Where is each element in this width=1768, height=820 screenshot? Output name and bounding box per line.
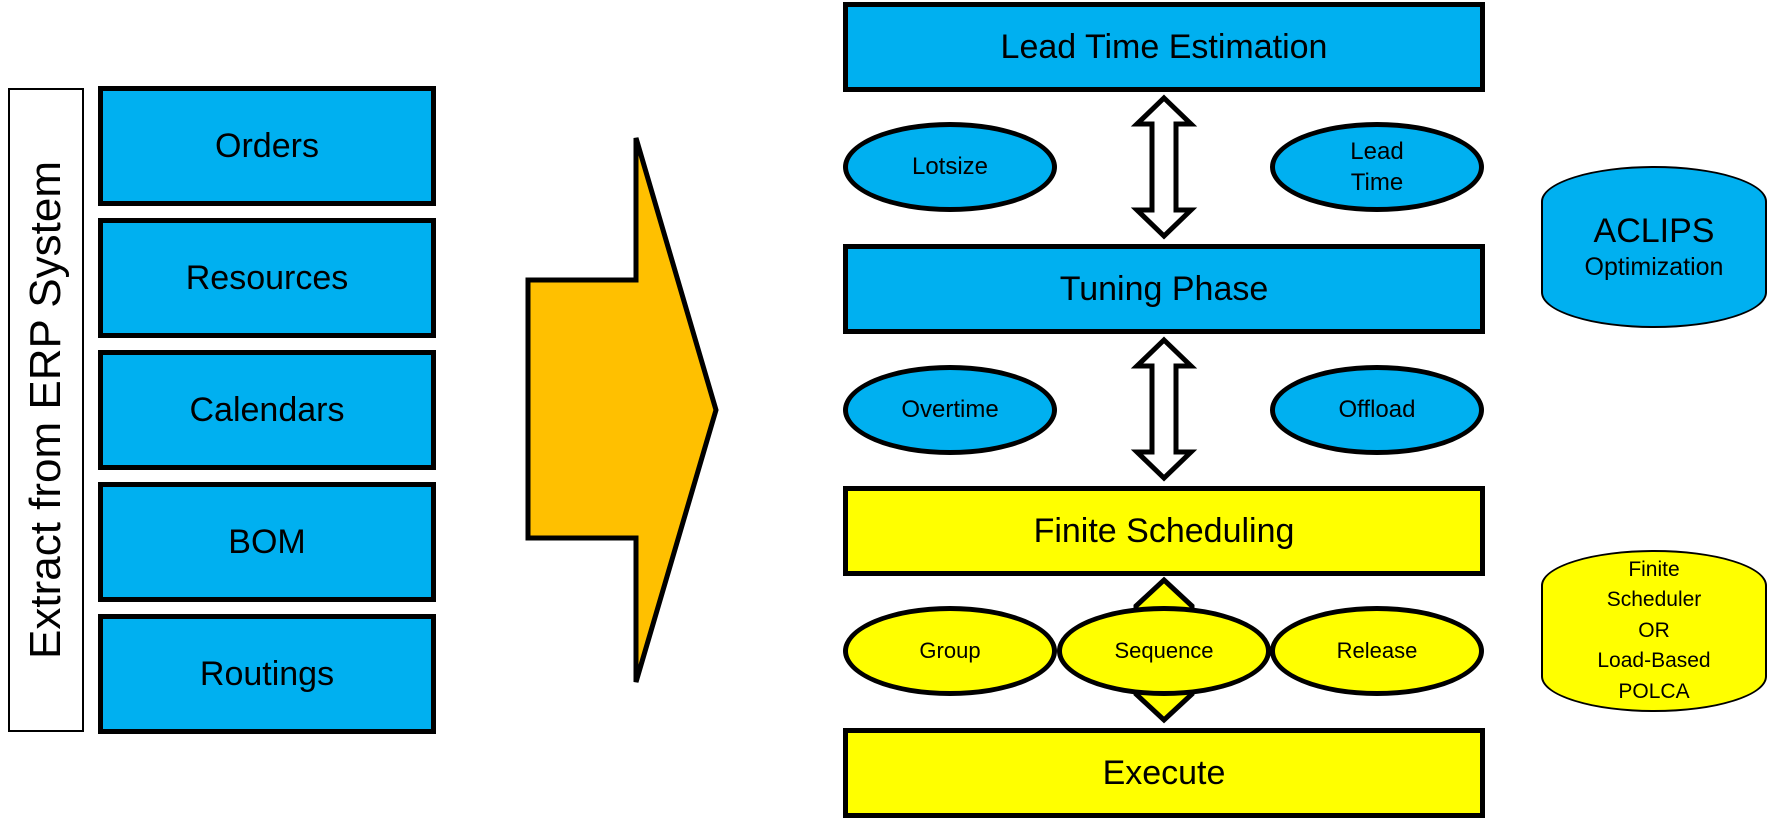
step-finite-scheduling: Finite Scheduling	[843, 486, 1485, 576]
aclips-optimization-note: ACLIPS Optimization	[1541, 166, 1767, 328]
finite-note-line-3: OR	[1638, 618, 1670, 642]
source-calendars-label: Calendars	[189, 390, 345, 429]
erp-extract-label-box: Extract from ERP System	[8, 88, 84, 732]
step-finite-scheduling-label: Finite Scheduling	[1033, 511, 1295, 550]
param-lead-time: Lead Time	[1270, 122, 1484, 212]
source-routings-label: Routings	[199, 654, 335, 693]
param-offload: Offload	[1270, 365, 1484, 455]
param-overtime: Overtime	[843, 365, 1057, 455]
finite-note-line-2: Scheduler	[1606, 588, 1702, 612]
source-resources: Resources	[98, 218, 436, 338]
param-group-label: Group	[919, 637, 981, 663]
double-arrow-top	[1130, 94, 1198, 240]
source-orders: Orders	[98, 86, 436, 206]
step-lead-time-estimation-label: Lead Time Estimation	[1000, 27, 1328, 66]
finite-scheduler-note: Finite Scheduler OR Load-Based POLCA	[1541, 550, 1767, 712]
source-orders-label: Orders	[215, 126, 319, 165]
big-orange-arrow	[525, 137, 719, 683]
step-execute: Execute	[843, 728, 1485, 818]
finite-note-line-1: Finite	[1628, 557, 1680, 581]
param-release: Release	[1270, 606, 1484, 696]
param-sequence: Sequence	[1057, 606, 1271, 696]
param-lead-time-label-line1: Lead	[1350, 137, 1404, 165]
source-bom: BOM	[98, 482, 436, 602]
param-group: Group	[843, 606, 1057, 696]
source-resources-label: Resources	[185, 258, 349, 297]
step-execute-label: Execute	[1102, 753, 1226, 792]
step-lead-time-estimation: Lead Time Estimation	[843, 2, 1485, 92]
param-release-label: Release	[1336, 637, 1418, 663]
param-lead-time-label-line2: Time	[1350, 169, 1404, 196]
source-calendars: Calendars	[98, 350, 436, 470]
param-lotsize-label: Lotsize	[911, 153, 989, 181]
step-tuning-phase-label: Tuning Phase	[1059, 269, 1269, 308]
param-lotsize: Lotsize	[843, 122, 1057, 212]
param-offload-label: Offload	[1338, 396, 1416, 424]
finite-note-line-5: POLCA	[1618, 679, 1690, 703]
source-routings: Routings	[98, 614, 436, 734]
aclips-subtitle: Optimization	[1584, 252, 1724, 281]
param-sequence-label: Sequence	[1114, 637, 1214, 663]
aclips-title: ACLIPS	[1593, 212, 1715, 251]
source-bom-label: BOM	[228, 522, 306, 561]
step-tuning-phase: Tuning Phase	[843, 244, 1485, 334]
finite-note-line-4: Load-Based	[1597, 649, 1711, 673]
param-overtime-label: Overtime	[901, 396, 999, 424]
double-arrow-middle	[1130, 336, 1198, 482]
